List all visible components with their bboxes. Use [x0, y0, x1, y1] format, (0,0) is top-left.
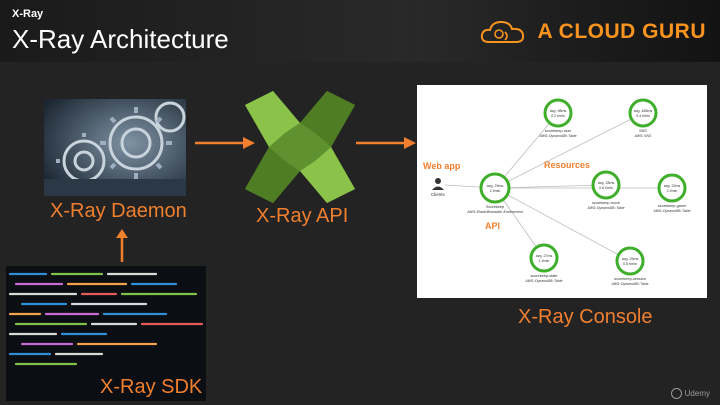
node-stat-2: 0.8 t/min: [599, 186, 613, 190]
header-shade: [390, 0, 720, 62]
node-name: scorekeep-state: [530, 274, 557, 278]
slide-header: X-Ray X-Ray Architecture A CLOUD GURU: [0, 0, 720, 62]
daemon-to-api-arrow: [195, 137, 255, 149]
node-name: Scorekeep: [486, 205, 504, 209]
xray-console-service-map: Web app Resources API Clients avg. 98ms …: [417, 85, 707, 298]
node-stat-1: avg. 29ms: [487, 184, 504, 188]
slide-kicker: X-Ray: [12, 8, 44, 20]
node-type: AWS::ElasticBeanstalk::Environment: [466, 210, 523, 214]
node-stat-1: avg. 22ms: [664, 184, 681, 188]
service-node: avg. 465ms 0.4 t/min SNS AWS::SNS: [628, 98, 658, 138]
sdk-to-daemon-arrow: [116, 229, 128, 262]
daemon-label: X-Ray Daemon: [50, 200, 187, 222]
node-stat-2: 2 t/min: [667, 189, 678, 193]
service-node: avg. 29ms 2 t/min Scorekeep AWS::Elastic…: [466, 172, 524, 214]
node-name: scorekeep-game: [658, 204, 686, 208]
client-node: Clients: [431, 178, 446, 197]
sdk-label: X-Ray SDK: [100, 376, 203, 398]
service-map-edges: [444, 112, 672, 262]
node-type: AWS::DynamoDB::Table: [653, 209, 691, 213]
node-stat-2: 0.2 t/min: [551, 114, 565, 118]
xray-api-logo: [245, 91, 355, 203]
watermark-text: Udemy: [684, 389, 710, 398]
udemy-icon: [670, 388, 682, 399]
node-stat-2: 1 t/min: [539, 259, 550, 263]
service-node: avg. 22ms 2 t/min scorekeep-game AWS::Dy…: [653, 173, 691, 213]
node-type: AWS::DynamoDB::Table: [587, 206, 625, 210]
node-type: AWS::DynamoDB::Table: [539, 134, 577, 138]
node-name: SNS: [639, 129, 647, 133]
service-node: avg. 27ms 1 t/min scorekeep-state AWS::D…: [525, 243, 563, 283]
node-type: AWS::SNS: [634, 134, 652, 138]
node-stat-2: 0.4 t/min: [636, 114, 650, 118]
brand-logo: A CLOUD GURU: [479, 18, 706, 46]
api-label: X-Ray API: [256, 205, 349, 227]
service-node: avg. 98ms 0.2 t/min scorekeep-user AWS::…: [539, 98, 577, 138]
client-name: Clients: [431, 192, 446, 197]
node-stat-1: avg. 28ms: [598, 181, 615, 185]
web-app-label: Web app: [423, 161, 461, 171]
node-type: AWS::DynamoDB::Table: [611, 282, 649, 286]
service-node: avg. 28ms 0.8 t/min scorekeep-move AWS::…: [587, 170, 625, 210]
brand-name: A CLOUD GURU: [537, 20, 706, 43]
cloud-logo-icon: [481, 20, 525, 43]
api-section-label: API: [485, 221, 500, 231]
api-to-console-arrow: [356, 137, 416, 149]
node-stat-2: 0.6 t/min: [623, 262, 637, 266]
node-name: scorekeep-session: [614, 277, 646, 281]
node-stat-1: avg. 465ms: [634, 109, 653, 113]
node-stat-1: avg. 98ms: [550, 109, 567, 113]
sdk-code-image: [6, 266, 206, 401]
node-stat-2: 2 t/min: [490, 189, 501, 193]
watermark: Udemy: [670, 388, 710, 399]
node-name: scorekeep-user: [545, 129, 572, 133]
resources-label: Resources: [544, 160, 590, 170]
node-type: AWS::DynamoDB::Table: [525, 279, 563, 283]
service-node: avg. 25ms 0.6 t/min scorekeep-session AW…: [611, 246, 649, 286]
daemon-gears-image: [44, 99, 186, 196]
console-label: X-Ray Console: [518, 306, 653, 328]
slide-title: X-Ray Architecture: [12, 24, 229, 54]
node-name: scorekeep-move: [592, 201, 620, 205]
node-stat-1: avg. 27ms: [536, 254, 553, 258]
node-stat-1: avg. 25ms: [622, 257, 639, 261]
